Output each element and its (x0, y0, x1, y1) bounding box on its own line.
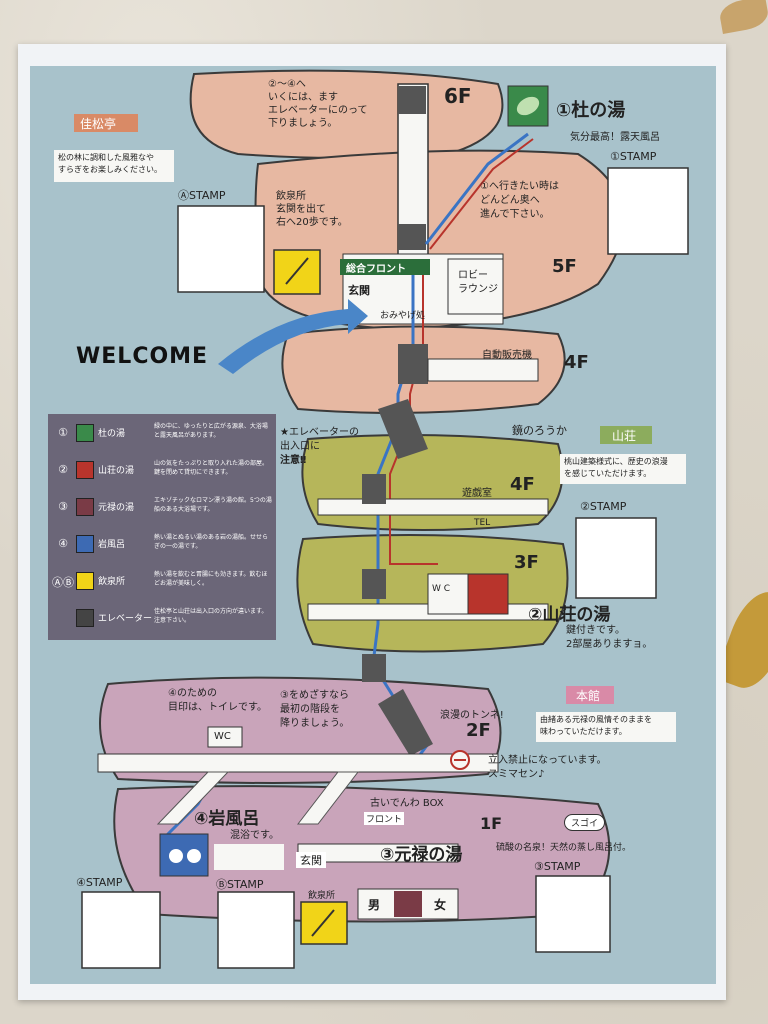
legend-row: ④ 岩風呂熱い湯とぬるい湯のある岩の湯船。せせらぎの一の湯です。 (52, 531, 272, 567)
legend-desc: 佳松亭と山荘は出入口の方向が違います。注意下さい。 (154, 605, 272, 641)
legend-desc: 熱い湯とぬるい湯のある岩の湯船。せせらぎの一の湯です。 (154, 531, 272, 567)
sugoi-bubble: スゴイ (564, 814, 605, 831)
floor-label-1f: 1F (480, 814, 502, 833)
front-desk-label: 総合フロント (346, 260, 406, 275)
floor-label-3f: 3F (514, 552, 539, 573)
bath-1-name: ①杜の湯 (556, 96, 625, 122)
hint-3: ③をめざすなら最初の階段を降りましょう。 (280, 689, 349, 731)
legend-row: ⒶⒷ 飲泉所熱い湯を飲むと胃腸にも効きます。飲むほどお湯が美味しく。 (52, 568, 272, 604)
vending-label: 自動販売機 (482, 346, 532, 361)
legend-number (52, 605, 74, 611)
lobby-label: ロビーラウンジ (458, 269, 498, 297)
souvenir-label: おみやげ処 (380, 308, 425, 321)
stamp-4-label: ④STAMP (76, 876, 122, 889)
famous-spring-label: 硫酸の名泉！天然の蒸し風呂付。 (496, 840, 631, 853)
front-1f-label: フロント (364, 812, 404, 825)
wc-3f-label: W C (432, 584, 450, 594)
legend-name: 岩風呂 (98, 531, 154, 550)
text-layer: 6F 5F 4F 4F 3F 2F 1F 佳松亭 山荘 本館 松の林に調和した風… (18, 44, 726, 1000)
stamp-b-label: ⒷSTAMP (216, 876, 264, 892)
note-sansou: 桃山建築様式に、歴史の浪漫を感じていただけます。 (564, 456, 668, 480)
bath-3-name: ③元禄の湯 (380, 840, 462, 865)
stamp-2-label: ②STAMP (580, 500, 626, 513)
legend-row: ③ 元禄の湯エキゾチックなロマン漂う湯の館。5つの湯船のある大浴場です。 (52, 494, 272, 530)
hint-to-2-4: ②〜④へいくには、ますエレベーターにのって下りましょう。 (268, 78, 368, 130)
yujo-label: 遊戯室 (462, 484, 492, 499)
note-saishoutei: 松の林に調和した風雅なやすらぎをお楽しみください。 (58, 152, 162, 176)
bath-2-name: ②山荘の湯 (528, 600, 610, 625)
legend-swatch-icon (76, 535, 94, 553)
legend-number: ② (52, 457, 74, 476)
legend-name: 山荘の湯 (98, 457, 154, 476)
legend-list: ① 杜の湯緑の中に、ゆったりと広がる源泉、大浴場と露天風呂があります。 ② 山荘の湯山… (52, 420, 272, 642)
legend-row: ② 山荘の湯山の気をたっぷりと取り入れた湯の部屋。鍵を閉めて貸切にできます。 (52, 457, 272, 493)
paper-sheet: 6F 5F 4F 4F 3F 2F 1F 佳松亭 山荘 本館 松の林に調和した風… (18, 44, 726, 1000)
floor-label-2f: 2F (466, 720, 491, 741)
legend-name: 飲泉所 (98, 568, 154, 587)
tel-label: TEL (474, 518, 490, 528)
legend-number: ⒶⒷ (52, 568, 74, 590)
legend-row: ① 杜の湯緑の中に、ゆったりと広がる源泉、大浴場と露天風呂があります。 (52, 420, 272, 456)
bath-1-sub: 気分最高！露天風呂 (570, 128, 660, 143)
note-honkan: 由緒ある元禄の風情そのままを味わっていただけます。 (540, 714, 652, 738)
legend-desc: 山の気をたっぷりと取り入れた湯の部屋。鍵を閉めて貸切にできます。 (154, 457, 272, 493)
legend-desc: 緑の中に、ゆったりと広がる源泉、大浴場と露天風呂があります。 (154, 420, 272, 456)
tag-saishoutei-label: 佳松亭 (80, 115, 116, 132)
men-label: 男 (368, 896, 380, 913)
legend-number: ① (52, 420, 74, 439)
stamp-3-label: ③STAMP (534, 860, 580, 873)
hint-fountain: 飲泉所玄関を出て右へ20歩です。 (276, 190, 348, 229)
legend-desc: エキゾチックなロマン漂う湯の館。5つの湯船のある大浴場です。 (154, 494, 272, 530)
no-entry-label: 立入禁止になっています。スミマセン♪ (488, 754, 607, 782)
hint-elevator: ★エレベーターの出入口に注意‼ (280, 426, 359, 468)
welcome-text: WELCOME (76, 344, 208, 369)
legend-row: エレベーター佳松亭と山荘は出入口の方向が違います。注意下さい。 (52, 605, 272, 641)
stamp-a-label: ⒶSTAMP (178, 187, 226, 203)
floor-label-5f: 5F (552, 256, 577, 277)
genkan-5f-label: 玄関 (348, 282, 370, 298)
legend-number: ③ (52, 494, 74, 513)
romance-tunnel-label: 浪漫のトンネ! (440, 706, 504, 721)
legend-name: 杜の湯 (98, 420, 154, 439)
legend-swatch-icon (76, 498, 94, 516)
legend-desc: 熱い湯を飲むと胃腸にも効きます。飲むほどお湯が美味しく。 (154, 568, 272, 604)
legend-swatch-icon (76, 572, 94, 590)
genkan-1f-label: 玄関 (296, 852, 326, 868)
floor-label-4f-mid: 4F (510, 474, 535, 495)
legend-name: 元禄の湯 (98, 494, 154, 513)
hint-to-1: ①へ行きたい時はどんどん奥へ進んで下さい。 (480, 180, 559, 222)
floor-label-4f-top: 4F (564, 352, 589, 373)
tag-sansou-label: 山荘 (612, 427, 636, 444)
women-label: 女 (434, 896, 446, 913)
legend-swatch-icon (76, 461, 94, 479)
legend-swatch-icon (76, 609, 94, 627)
floor-label-6f: 6F (444, 84, 472, 108)
bath-2-sub: 鍵付きです。2部屋ありますョ。 (566, 624, 652, 652)
stamp-1-label: ①STAMP (610, 150, 656, 163)
bath-4-sub: 混浴です。 (230, 826, 279, 841)
legend-swatch-icon (76, 424, 94, 442)
mirror-corridor-label: 鏡のろうか (512, 422, 567, 438)
legend-number: ④ (52, 531, 74, 550)
legend-name: エレベーター (98, 605, 154, 624)
hint-4: ④のための目印は、トイレです。 (168, 687, 267, 715)
old-phone-label: 古いでんわ BOX (370, 794, 444, 809)
fountain-b-label: 飲泉所 (308, 888, 335, 901)
tag-honkan-label: 本館 (576, 687, 600, 704)
wc-2f-label: WC (214, 731, 231, 742)
